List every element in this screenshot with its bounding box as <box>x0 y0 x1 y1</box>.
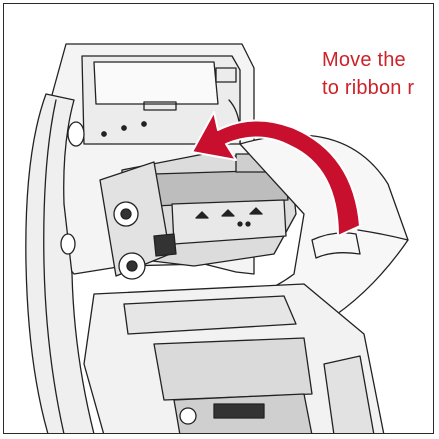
illustration-frame: Move the to ribbon r <box>3 3 434 434</box>
instruction-caption: Move the to ribbon r <box>322 46 433 102</box>
printer-left-housing <box>25 93 95 433</box>
caption-line-1: Move the <box>322 49 406 71</box>
caption-line-2: to ribbon r <box>322 77 415 99</box>
ribbon-supply-spindle <box>99 161 177 280</box>
curved-arrow-icon <box>191 111 361 237</box>
printer-base <box>83 283 385 433</box>
printer-illustration <box>25 43 409 433</box>
